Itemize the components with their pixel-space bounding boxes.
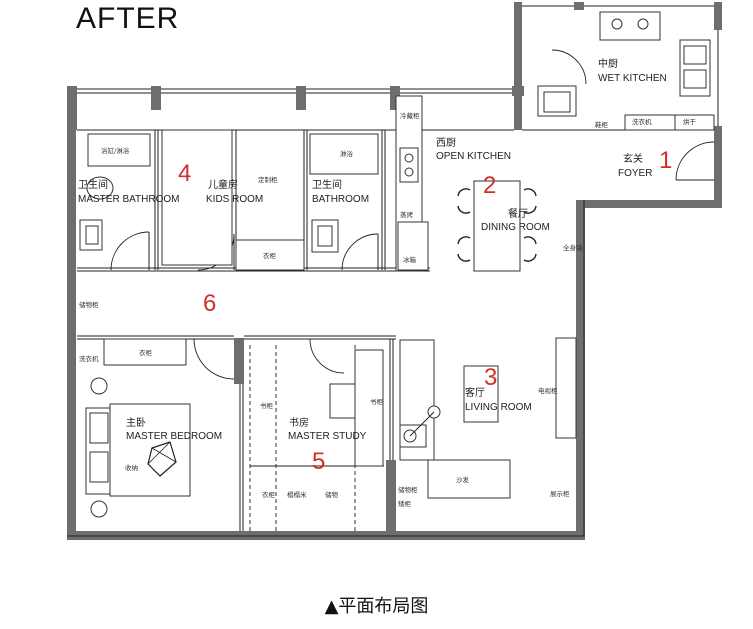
master-bathroom-fixtures: 浴缸/淋浴 [79,133,151,251]
room-number-1: 1 [659,147,672,174]
bath-shower-label: 淋浴 [340,149,354,158]
kids-desk-label: 定制柜 [258,175,278,184]
hall-left-label: 洗衣机 [79,354,99,363]
master-bedroom-cn: 主卧 [126,416,146,429]
study-label-4: 榻榻米 [287,490,307,499]
plan-heading: AFTER [76,2,180,35]
wet-kitchen-label-1: 洗衣机 [632,117,652,126]
kids-room-fixtures: 定制柜 衣柜 [161,129,278,266]
windows [67,5,719,537]
open-kitchen-cn: 西厨 [436,137,456,149]
bathroom-cn: 卫生间 [312,178,342,191]
wet-kitchen-left-wall [514,2,522,130]
foyer-en: FOYER [618,168,652,179]
hall-fixtures: 储物柜 洗衣机 衣柜 [79,300,153,363]
room-number-6: 6 [203,290,216,317]
interior-wall-living [386,460,396,536]
plan-caption: ▲平面布局图 [324,596,429,617]
foyer-cn: 玄关 [623,152,643,165]
wet-kitchen-cn: 中厨 [598,57,618,70]
study-label-2: 书柜 [370,397,384,406]
entry-shoe-label: 鞋柜 [595,120,609,129]
appliance-label: 蒸烤 [400,210,414,219]
master-bath-shelf-label: 浴缸/淋浴 [101,146,130,155]
top-pillar-3 [296,86,306,110]
dining-room-cn: 餐厅 [508,207,528,220]
living-sofa-label: 沙发 [456,475,470,484]
foyer-bottom-wall [576,200,722,208]
room-labels: 卫生间 MASTER BATHROOM 儿童房 KIDS ROOM 卫生间 BA… [78,57,667,442]
room-numbers: 1 2 3 4 5 6 [178,147,672,475]
interior-wall-study [234,338,244,384]
pantry-label: 冷藏柜 [400,111,420,120]
right-wall [576,200,585,540]
living-low-label: 矮柜 [398,499,412,508]
room-number-3: 3 [484,364,497,391]
living-room-en: LIVING ROOM [465,402,532,413]
dining-fixtures: 全身镜 [457,180,583,272]
room-number-2: 2 [483,172,496,199]
living-room-fixtures: 沙发 电视柜 展示柜 储物柜 矮柜 鞋柜 [398,120,609,508]
top-pillar-2 [151,86,161,110]
study-label-1: 书柜 [260,401,274,410]
kids-room-cn: 儿童房 [208,178,238,191]
top-left-pillar [67,86,77,130]
living-cab-label: 储物柜 [398,485,418,494]
study-label-3: 衣柜 [262,490,276,499]
bed-side-label: 收纳 [125,463,138,472]
study-label-5: 储物 [325,490,339,499]
master-bathroom-cn: 卫生间 [78,178,108,191]
room-number-4: 4 [178,160,191,187]
open-kitchen-fixtures: 蒸烤 冰箱 冷藏柜 [397,111,429,271]
wet-kitchen-label-2: 烘干 [683,117,697,126]
kids-room-en: KIDS ROOM [206,194,263,205]
living-side-label: 展示柜 [550,489,570,498]
top-pillar-5 [512,86,524,96]
wet-kitchen-right-top-wall [714,2,722,30]
master-study-cn: 书房 [289,416,309,429]
master-bathroom-en: MASTER BATHROOM [78,194,179,205]
fridge-cab-label: 冰箱 [403,255,417,264]
living-room-cn: 客厅 [465,386,485,399]
interior-wall-left-2 [67,345,76,357]
kids-wardrobe-label: 衣柜 [263,251,277,260]
room-number-5: 5 [312,448,325,475]
left-wall [67,129,76,540]
master-bedroom-en: MASTER BEDROOM [126,431,222,442]
top-pillar-4 [390,86,400,110]
bathroom-fixtures: 淋浴 [309,133,379,253]
wet-kitchen-top-wall [574,2,584,10]
storage-hall-label: 储物柜 [79,300,99,309]
wet-kitchen-fixtures: 洗衣机 烘干 [537,11,711,126]
interior-wall-left [67,245,76,275]
study-fixtures: 书柜 书柜 衣柜 榻榻米 储物 [260,349,384,499]
open-kitchen-en: OPEN KITCHEN [436,151,511,162]
master-bedroom-fixtures: 收纳 [85,377,191,518]
dining-room-en: DINING ROOM [481,222,550,233]
entry-full-label: 全身镜 [563,243,583,252]
living-tv-label: 电视柜 [538,386,558,395]
bathroom-en: BATHROOM [312,194,369,205]
master-study-en: MASTER STUDY [288,431,367,442]
wet-kitchen-en: WET KITCHEN [598,73,667,84]
foyer-right-wall [714,126,722,208]
bedroom-cab-label: 衣柜 [139,348,153,357]
